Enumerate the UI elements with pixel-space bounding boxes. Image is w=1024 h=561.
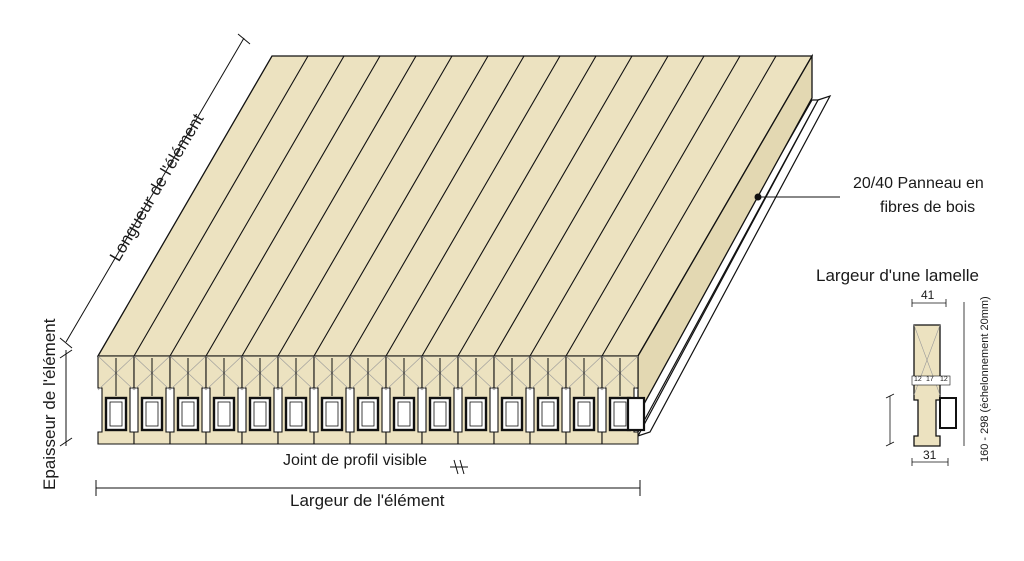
lamella-joint-line xyxy=(493,55,669,357)
length-tick-top xyxy=(237,33,251,45)
lamella-insert-inner xyxy=(289,401,303,427)
thickness-label: Epaisseur de l'élément xyxy=(40,318,59,490)
lamella-left-tick-t xyxy=(885,393,895,399)
lamella-dim-12b: 12 xyxy=(940,376,948,383)
lamella-joint-line xyxy=(205,55,381,357)
lamella-joint-line xyxy=(133,55,309,357)
lamella-section xyxy=(241,355,279,445)
lamella-detail xyxy=(885,299,965,466)
lamella-insert xyxy=(320,396,344,432)
lamella-joint-line xyxy=(349,55,525,357)
lamella-section xyxy=(277,355,315,445)
panel-leader-dot xyxy=(754,193,762,201)
lamella-insert-inner xyxy=(217,401,231,427)
lamella-joint-line xyxy=(421,55,597,357)
lamella-section xyxy=(169,355,207,445)
lamella-insert xyxy=(356,396,380,432)
lamella-profile xyxy=(913,324,941,447)
lamella-joint-line xyxy=(529,55,705,357)
lamella-section xyxy=(529,355,567,445)
lamella-dim-17: 17 xyxy=(926,376,934,383)
lamella-insert-inner xyxy=(469,401,483,427)
lamella-section xyxy=(97,355,135,445)
length-dimension-line xyxy=(65,37,245,343)
lamella-insert xyxy=(572,396,596,432)
lamella-dim-box xyxy=(911,375,951,386)
lamella-insert xyxy=(176,396,200,432)
lamella-joint-line xyxy=(565,55,741,357)
joint-tick-b xyxy=(459,459,465,475)
lamella-insert xyxy=(284,396,308,432)
lamella-insert xyxy=(464,396,488,432)
panel-label-line2: fibres de bois xyxy=(880,199,976,216)
lamella-joint-line xyxy=(385,55,561,357)
lamella-section xyxy=(205,355,243,445)
lamella-insert-inner xyxy=(325,401,339,427)
lamella-insert-inner xyxy=(505,401,519,427)
lamella-insert xyxy=(104,396,128,432)
dimension-lines xyxy=(59,33,840,496)
lamella-insert-inner xyxy=(541,401,555,427)
lamella-dim-bottom: 31 xyxy=(923,448,937,462)
lamella-section xyxy=(493,355,531,445)
joint-tick-a xyxy=(453,459,459,475)
front-section xyxy=(97,355,646,445)
thickness-tick-bottom xyxy=(59,437,73,447)
lamella-insert-inner xyxy=(253,401,267,427)
end-insert xyxy=(626,396,646,432)
lamella-insert-inner xyxy=(361,401,375,427)
lamella-section xyxy=(457,355,495,445)
lamella-joint-line xyxy=(601,55,777,357)
lamella-left-tick-b xyxy=(885,441,895,447)
lamella-title: Largeur d'une lamelle xyxy=(816,266,979,285)
lamella-dim-top: 41 xyxy=(921,288,935,302)
lamella-insert xyxy=(500,396,524,432)
joint-label: Joint de profil visible xyxy=(283,452,428,469)
lamella-section xyxy=(421,355,459,445)
fibre-panel-face xyxy=(636,94,832,438)
lamella-insert-inner xyxy=(397,401,411,427)
lamella-dim-12a: 12 xyxy=(914,376,922,383)
lamella-insert xyxy=(212,396,236,432)
lamella-joint-line xyxy=(457,55,633,357)
lamella-section xyxy=(133,355,171,445)
lamella-joint-line xyxy=(277,55,453,357)
thickness-tick-top xyxy=(59,349,73,359)
lamella-insert xyxy=(428,396,452,432)
lamella-insert-inner xyxy=(181,401,195,427)
lamella-section xyxy=(313,355,351,445)
lamella-insert-inner xyxy=(109,401,123,427)
lamella-insert-inner xyxy=(433,401,447,427)
element-side-face xyxy=(637,53,813,405)
lamella-insert xyxy=(536,396,560,432)
lamella-insert xyxy=(140,396,164,432)
lamella-joint-line xyxy=(313,55,489,357)
lamella-section xyxy=(565,355,603,445)
lamella-insert-inner xyxy=(577,401,591,427)
panel-label-line1: 20/40 Panneau en xyxy=(853,175,984,192)
lamella-section xyxy=(385,355,423,445)
lamella-insert xyxy=(392,396,416,432)
lamella-insert xyxy=(939,397,957,429)
lamella-joints xyxy=(133,55,777,357)
lamella-joint-line xyxy=(169,55,345,357)
length-tick-bottom xyxy=(59,337,73,349)
lamella-insert-inner xyxy=(145,401,159,427)
lamella-section xyxy=(349,355,387,445)
height-range-label: 160 - 298 (échelonnement 20mm) xyxy=(979,296,991,462)
lamella-insert xyxy=(248,396,272,432)
lamella-joint-line xyxy=(241,55,417,357)
lamella-insert-inner xyxy=(613,401,627,427)
width-label: Largeur de l'élément xyxy=(290,491,445,510)
